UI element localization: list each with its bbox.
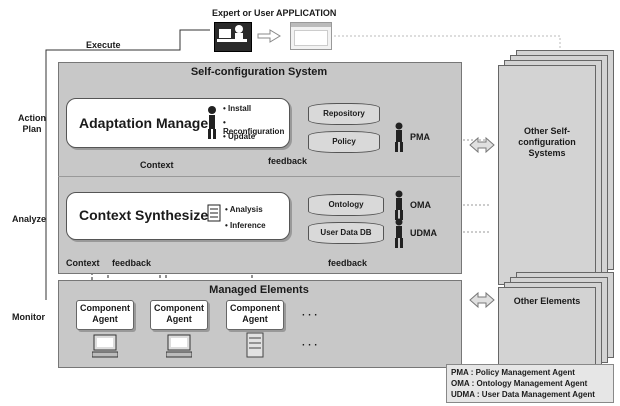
udma-agent-icon — [392, 218, 406, 248]
component-agent-3: Component Agent — [226, 300, 284, 330]
other-self-configuration-systems-label: Other Self-configuration Systems — [518, 126, 576, 158]
legend-oma: OMA : Ontology Management Agent — [451, 379, 588, 388]
computer-icon-1 — [91, 334, 119, 358]
context-synthesizer-title: Context Synthesizer — [79, 207, 214, 223]
user-data-db-cylinder: User Data DB — [308, 222, 384, 244]
bullet-inference: • Inference — [225, 221, 266, 230]
other-elements-box: Other Elements — [498, 287, 596, 369]
managed-elements-title: Managed Elements — [209, 284, 309, 296]
other-elements-label: Other Elements — [513, 296, 581, 306]
legend: PMA : Policy Management Agent OMA : Onto… — [446, 364, 614, 403]
action-plan-label: Action Plan — [18, 113, 46, 134]
pma-label: PMA — [410, 132, 430, 142]
adaptation-manager-box: Adaptation Manager • Install • Reconfigu… — [66, 98, 290, 148]
context-synthesizer-box: Context Synthesizer • Analysis • Inferen… — [66, 192, 290, 240]
expert-label: Expert or User — [212, 8, 275, 18]
context-label-upper: Context — [140, 160, 174, 170]
agents-ellipsis: · · · — [302, 310, 318, 321]
application-label: APPLICATION — [276, 8, 337, 18]
feedback-label-upper: feedback — [268, 156, 308, 166]
self-configuration-title: Self-configuration System — [190, 66, 328, 78]
execute-label: Execute — [86, 40, 121, 50]
monitor-label: Monitor — [12, 312, 45, 322]
bullet-update: • Update — [223, 132, 256, 141]
udma-label: UDMA — [410, 228, 437, 238]
bullet-reconfiguration: • Reconfiguration — [223, 118, 285, 136]
feedback-label-right: feedback — [328, 258, 368, 268]
bullet-install: • Install — [223, 104, 252, 113]
adaptation-manager-title: Adaptation Manager — [79, 115, 214, 131]
policy-cylinder: Policy — [308, 131, 380, 153]
other-self-configuration-systems-box: Other Self-configuration Systems — [498, 65, 596, 285]
oma-label: OMA — [410, 200, 431, 210]
legend-pma: PMA : Policy Management Agent — [451, 368, 575, 377]
person-icon — [205, 105, 219, 139]
document-icon — [207, 201, 223, 229]
computer-icon-2 — [165, 334, 193, 358]
devices-ellipsis: · · · — [302, 340, 318, 351]
legend-udma: UDMA : User Data Management Agent — [451, 390, 595, 399]
application-window-icon — [290, 22, 332, 50]
oma-agent-icon — [392, 190, 406, 220]
layer-divider — [58, 176, 460, 177]
expert-user-icon — [214, 22, 252, 52]
repository-cylinder: Repository — [308, 103, 380, 125]
analyze-label: Analyze — [12, 214, 47, 224]
ontology-cylinder: Ontology — [308, 194, 384, 216]
server-icon — [246, 332, 264, 358]
pma-agent-icon — [392, 122, 406, 152]
context-label-lower: Context — [66, 258, 100, 268]
component-agent-2: Component Agent — [150, 300, 208, 330]
component-agent-1: Component Agent — [76, 300, 134, 330]
bullet-analysis: • Analysis — [225, 205, 263, 214]
feedback-label-lower: feedback — [112, 258, 152, 268]
